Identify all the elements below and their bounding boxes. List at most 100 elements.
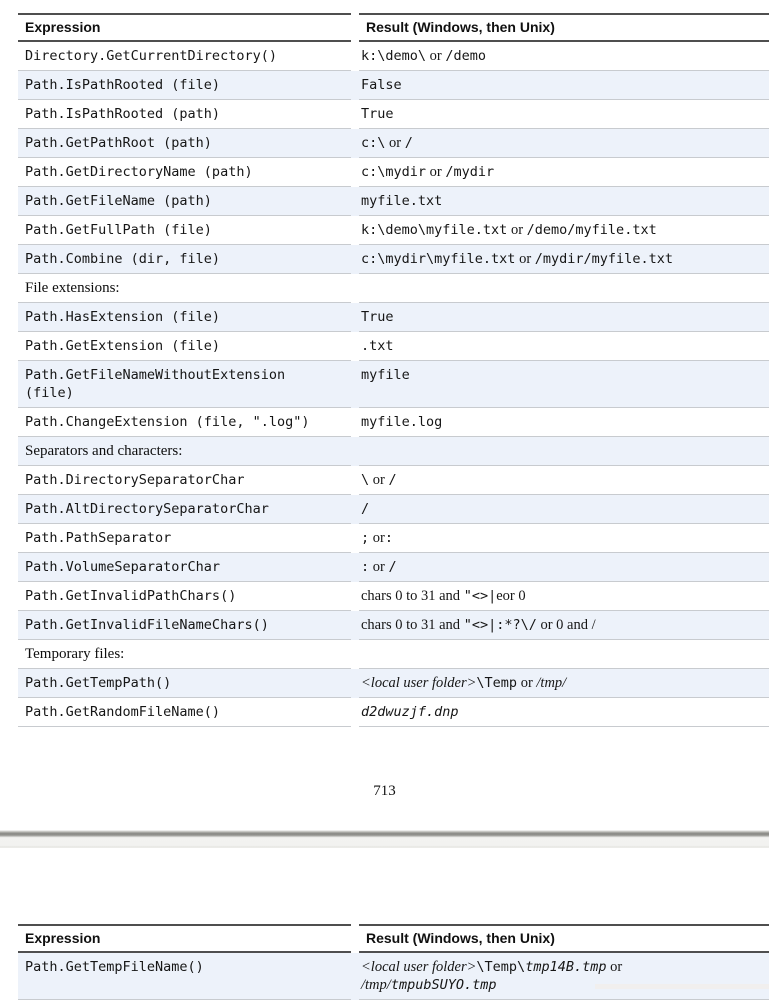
text-segment: Path.IsPathRooted (path): [25, 106, 221, 122]
result-cell: <local user folder>\Temp or /tmp/: [359, 669, 769, 698]
result-cell: [359, 274, 769, 303]
text-segment: Path.GetRandomFileName(): [25, 704, 221, 720]
expression-cell: Path.IsPathRooted (file): [18, 71, 351, 100]
text-segment: ;: [361, 530, 370, 546]
result-cell: <local user folder>\Temp\tmp14B.tmp or/t…: [359, 953, 769, 1000]
text-segment: Path.GetInvalidPathChars(): [25, 588, 237, 604]
result-cell: myfile.txt: [359, 187, 769, 216]
result-cell: /: [359, 495, 769, 524]
text-segment: Path.GetTempPath(): [25, 675, 172, 691]
table-row: Path.GetExtension (file) .txt: [18, 332, 769, 361]
column-gap: [351, 524, 359, 553]
result-cell: myfile: [359, 361, 769, 408]
result-cell: chars 0 to 31 and "<>|eor 0: [359, 582, 769, 611]
text-segment: d2dwuzjf.dnp: [361, 704, 459, 720]
expression-cell: Path.PathSeparator: [18, 524, 351, 553]
text-segment: .txt: [361, 338, 394, 354]
result-cell: k:\demo\myfile.txt or /demo/myfile.txt: [359, 216, 769, 245]
result-cell: \ or /: [359, 466, 769, 495]
text-segment: Path.VolumeSeparatorChar: [25, 559, 221, 575]
result-cell: c:\ or /: [359, 129, 769, 158]
text-segment: Path.GetExtension (file): [25, 338, 221, 354]
text-segment: or: [369, 472, 389, 488]
text-segment: k:\demo\: [361, 48, 427, 64]
text-segment: Separators and characters:: [25, 443, 183, 459]
column-gap: [351, 495, 359, 524]
result-cell: .txt: [359, 332, 769, 361]
text-segment: or: [517, 675, 537, 691]
expression-cell: Path.GetTempFileName(): [18, 953, 351, 1000]
column-gap: [351, 274, 359, 303]
column-gap: [351, 129, 359, 158]
text-segment: or: [606, 959, 623, 975]
expression-cell: Path.AltDirectorySeparatorChar: [18, 495, 351, 524]
result-cell: ; or:: [359, 524, 769, 553]
text-segment: /mydir: [445, 164, 495, 180]
column-header: Result (Windows, then Unix): [359, 924, 769, 953]
text-segment: :: [384, 530, 393, 546]
expression-cell: Directory.GetCurrentDirectory(): [18, 42, 351, 71]
text-segment: /: [388, 472, 397, 488]
expression-cell: Path.ChangeExtension (file, ".log"): [18, 408, 351, 437]
text-segment: chars 0 to 31 and: [361, 588, 464, 604]
text-segment: c:\: [361, 135, 386, 151]
text-segment: myfile.txt: [361, 193, 443, 209]
expression-cell: Path.GetRandomFileName(): [18, 698, 351, 727]
text-segment: "<>|:*?\/: [463, 617, 537, 633]
text-segment: /mydir/myfile.txt: [534, 251, 673, 267]
table-row: Path.GetFileNameWithoutExtension (file) my…: [18, 361, 769, 408]
column-gap: [351, 611, 359, 640]
expression-cell: Path.VolumeSeparatorChar: [18, 553, 351, 582]
text-segment: (file): [25, 385, 74, 401]
text-segment: or: [369, 530, 385, 546]
table-row: Path.IsPathRooted (file) False: [18, 71, 769, 100]
expression-cell: Path.GetDirectoryName (path): [18, 158, 351, 187]
text-segment: or: [385, 135, 405, 151]
text-segment: Path.GetFullPath (file): [25, 222, 212, 238]
table-row: Path.DirectorySeparatorChar \ or /: [18, 466, 769, 495]
text-segment: \: [361, 472, 370, 488]
column-gap: [351, 408, 359, 437]
text-segment: /: [388, 559, 397, 575]
text-segment: eor 0: [496, 588, 526, 604]
text-segment: Path.GetFileNameWithoutExtension: [25, 367, 286, 383]
text-segment: Path.GetFileName (path): [25, 193, 212, 209]
text-segment: or: [507, 222, 527, 238]
column-gap: [351, 187, 359, 216]
text-segment: tmpubSUYO.tmp: [390, 977, 497, 993]
text-segment: Path.GetTempFileName(): [25, 959, 204, 975]
table-row: Path.GetRandomFileName() d2dwuzjf.dnp: [18, 698, 769, 727]
column-gap: [351, 953, 359, 1000]
text-segment: Path.ChangeExtension (file, ".log"): [25, 414, 310, 430]
result-cell: [359, 640, 769, 669]
table-row: Path.GetFileName (path) myfile.txt: [18, 187, 769, 216]
text-segment: Path.GetDirectoryName (path): [25, 164, 253, 180]
expression-cell: Path.DirectorySeparatorChar: [18, 466, 351, 495]
text-segment: /demo: [445, 48, 487, 64]
text-segment: c:\mydir\myfile.txt: [361, 251, 516, 267]
text-segment: or: [426, 48, 446, 64]
column-gap: [351, 553, 359, 582]
expression-cell: Path.GetFileName (path): [18, 187, 351, 216]
text-segment: Path.DirectorySeparatorChar: [25, 472, 245, 488]
expression-cell: Path.IsPathRooted (path): [18, 100, 351, 129]
text-segment: or: [515, 251, 535, 267]
expression-cell: Path.Combine (dir, file): [18, 245, 351, 274]
column-gap: [351, 216, 359, 245]
result-cell: False: [359, 71, 769, 100]
table-row: Path.AltDirectorySeparatorChar /: [18, 495, 769, 524]
expression-cell: Path.HasExtension (file): [18, 303, 351, 332]
text-segment: Directory.GetCurrentDirectory(): [25, 48, 277, 64]
result-cell: : or /: [359, 553, 769, 582]
text-segment: or: [369, 559, 389, 575]
column-gap: [351, 640, 359, 669]
text-segment: /: [361, 501, 370, 517]
result-cell: chars 0 to 31 and "<>|:*?\/ or 0 and /: [359, 611, 769, 640]
text-segment: True: [361, 106, 394, 122]
text-segment: c:\mydir: [361, 164, 427, 180]
result-cell: d2dwuzjf.dnp: [359, 698, 769, 727]
page-number: 713: [373, 783, 396, 799]
expression-cell: Path.GetTempPath(): [18, 669, 351, 698]
text-segment: <local user folder>: [361, 959, 477, 975]
